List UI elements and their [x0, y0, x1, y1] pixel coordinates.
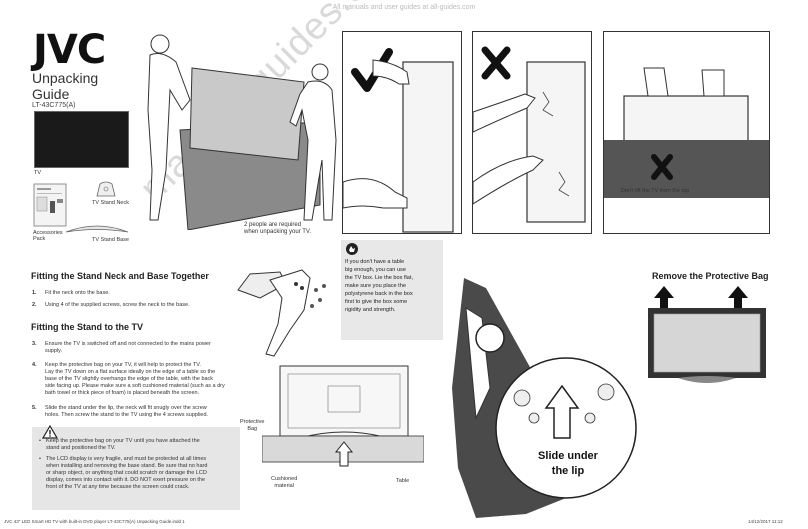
guide-title: Unpacking Guide	[32, 70, 99, 102]
footer-left: JVC 43" LED Smart HD TV with built-in DV…	[4, 519, 185, 524]
arrow-up-icon	[544, 384, 580, 439]
warning-bullet-2: The LCD display is very fragile, and mus…	[39, 456, 234, 491]
tip-hand-icon	[346, 243, 358, 255]
stand-assembly-illustration	[237, 269, 326, 357]
correct-handling-panel	[342, 31, 462, 234]
cross-icon	[481, 46, 511, 80]
slide-under-lip-label: Slide under the lip	[538, 450, 598, 477]
tip-text: If you don't have a table big enough, yo…	[345, 259, 413, 313]
arrow-up-icon	[728, 286, 748, 308]
stand-base-illustration	[65, 225, 129, 233]
fit-stand-heading: Fitting the Stand Neck and Base Together	[31, 271, 209, 281]
stand-neck-label: TV Stand Neck	[92, 200, 129, 206]
page-header-text: All manuals and user guides at all-guide…	[332, 4, 476, 11]
stand-neck-illustration	[96, 181, 116, 197]
warning-box: Keep the protective bag on your TV until…	[32, 425, 240, 510]
step-4: 4. Keep the protective bag on your TV, i…	[32, 362, 225, 396]
slide-under-lip-illustration	[452, 278, 637, 518]
dont-lift-top-panel: Don't lift the TV from the top	[603, 31, 770, 234]
cross-icon	[651, 154, 673, 180]
remove-bag-heading: Remove the Protective Bag	[652, 271, 769, 281]
table-label: Table	[396, 478, 410, 484]
fit-tv-heading: Fitting the Stand to the TV	[31, 322, 143, 332]
step-1: 1. Fit the neck onto the base.	[32, 290, 110, 296]
correct-handling-illustration	[342, 48, 454, 233]
protective-bag-label: Protective Bag	[240, 419, 265, 432]
two-people-unpacking-illustration	[147, 34, 337, 230]
accessories-label: Accessories Pack	[33, 230, 63, 242]
step-5: 5. Slide the stand under the lip, the ne…	[32, 405, 209, 418]
warning-bullet-1: Keep the protective bag on your TV until…	[39, 438, 234, 452]
arrow-up-icon	[654, 286, 674, 308]
dont-lift-caption: Don't lift the TV from the top	[621, 188, 690, 194]
footer-right: 14/12/2017 11:12	[748, 519, 783, 524]
tv-illustration	[34, 111, 129, 168]
arrow-up-icon	[334, 441, 354, 467]
cushioned-material-label: Cushioned material	[271, 476, 298, 489]
tip-box: If you don't have a table big enough, yo…	[341, 240, 443, 340]
incorrect-handling-panel	[472, 31, 592, 234]
tv-back-stand-illustration	[262, 365, 424, 467]
model-number: LT-43C775(A)	[32, 102, 76, 109]
jvc-logo: JVC	[33, 27, 106, 73]
tv-label: TV	[34, 170, 42, 176]
two-people-note: 2 people are required when unpacking you…	[244, 222, 312, 235]
step-3: 3. Ensure the TV is switched off and not…	[32, 341, 211, 354]
dont-lift-top-illustration	[604, 67, 769, 198]
stand-base-label: TV Stand Base	[92, 237, 129, 243]
incorrect-handling-illustration	[472, 46, 586, 223]
accessories-pack-illustration	[33, 183, 67, 227]
warning-triangle-icon	[42, 425, 58, 439]
remove-bag-illustration	[648, 286, 766, 383]
step-2: 2. Using 4 of the supplied screws, screw…	[32, 302, 190, 308]
